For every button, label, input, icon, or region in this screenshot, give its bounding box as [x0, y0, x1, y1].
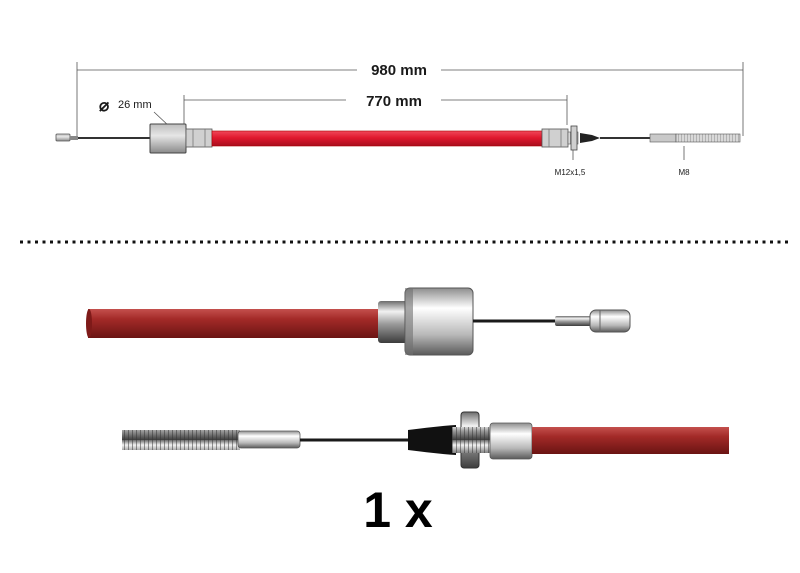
thread-label-m12: M12x1,5 — [555, 168, 586, 177]
ferrule-left — [185, 128, 213, 148]
photo-red-sheath-top — [88, 309, 378, 338]
dimension-label-980: 980 mm — [371, 62, 427, 79]
quantity-label: 1 x — [363, 482, 433, 538]
photo-threaded-collar — [452, 427, 492, 453]
photo-threaded-rod — [122, 430, 240, 450]
dimension-label-770: 770 mm — [366, 93, 422, 110]
photo-eye-fitting — [589, 309, 631, 333]
threaded-end-m8 — [675, 133, 741, 143]
photo-abutment-end — [86, 287, 631, 356]
red-sheath — [211, 130, 543, 147]
photo-red-sheath-bottom — [532, 427, 729, 454]
diameter-label: 26 mm — [118, 99, 152, 111]
photo-threaded-end — [122, 411, 729, 469]
thread-label-m8: M8 — [678, 168, 690, 177]
crimp-sleeve — [649, 133, 677, 143]
ferrule-right — [541, 128, 569, 148]
photo-ferrule-top — [378, 301, 408, 343]
diameter-symbol-icon: ⌀ — [99, 96, 110, 115]
technical-drawing: 980 mm 770 mm ⌀ 26 mm — [55, 62, 744, 177]
photo-rubber-boot — [408, 425, 456, 455]
photo-abutment-cylinder — [404, 287, 474, 356]
abutment-block-26mm — [149, 123, 187, 154]
photo-ferrule-bottom — [489, 422, 533, 460]
adjuster-nut — [570, 125, 578, 151]
left-eye-fitting — [55, 133, 71, 142]
photo-crimp-sleeve — [237, 430, 301, 449]
rubber-boot — [580, 133, 600, 143]
